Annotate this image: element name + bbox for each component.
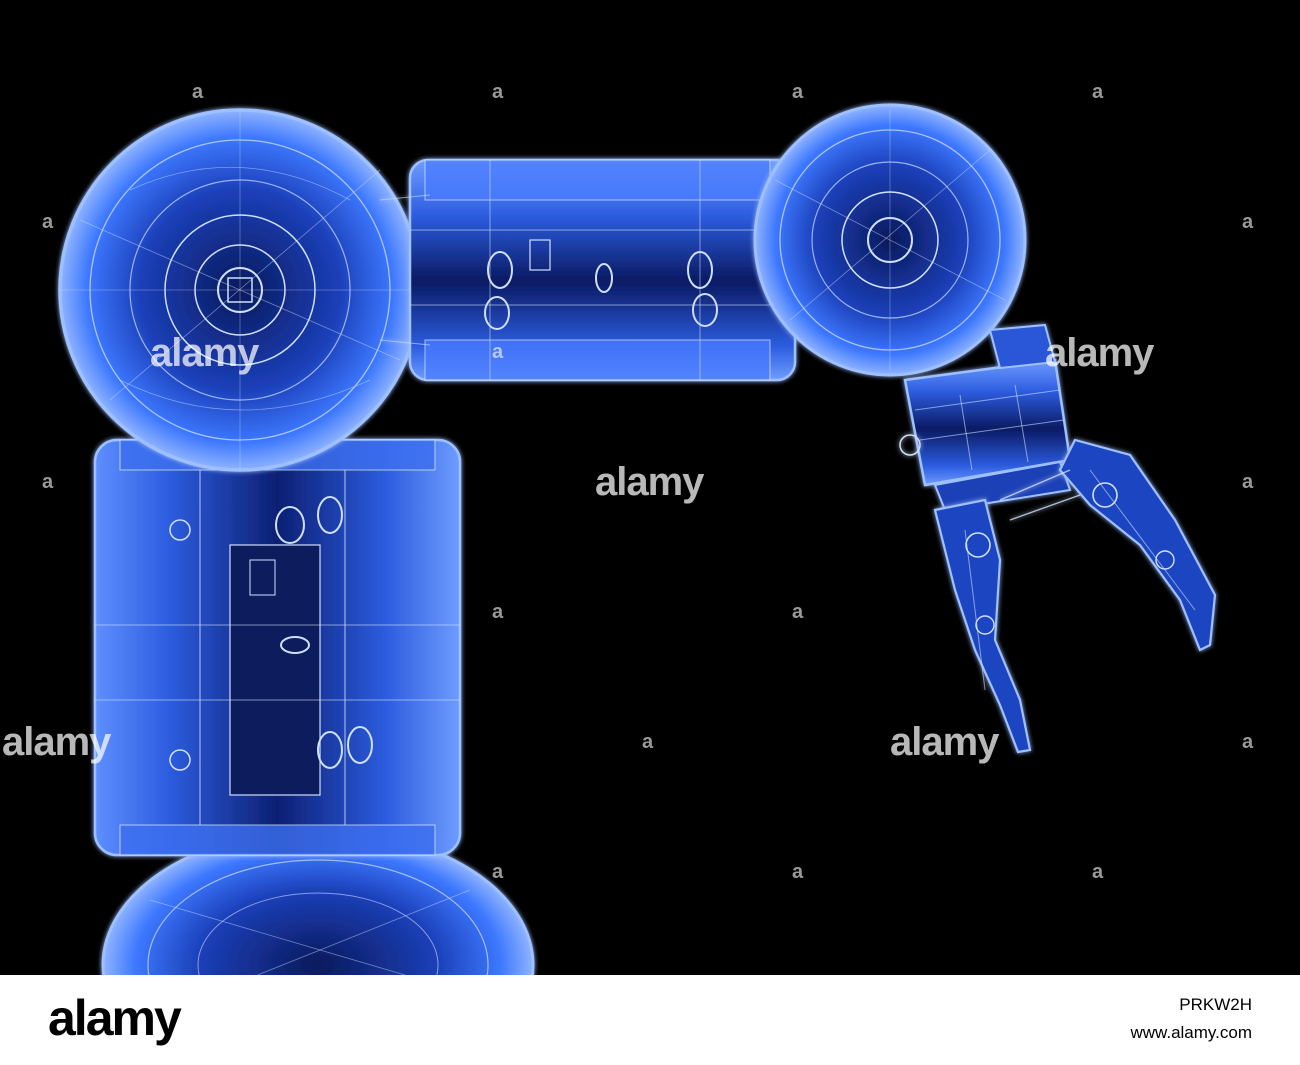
watermark-text: alamy	[2, 720, 111, 764]
watermark-mark: a	[42, 471, 54, 493]
watermark-mark: a	[1092, 861, 1104, 883]
wrist-assembly	[903, 323, 1072, 512]
watermark-text: alamy	[890, 720, 999, 764]
watermark-text: alamy	[150, 331, 259, 375]
watermark-mark: a	[1242, 731, 1254, 753]
footer-bar: alamy PRKW2H www.alamy.com	[0, 975, 1300, 1065]
watermark-mark: a	[1092, 81, 1104, 103]
watermark-mark: a	[642, 731, 654, 753]
watermark-mark: a	[1242, 471, 1254, 493]
elbow-joint-disc	[753, 103, 1027, 377]
watermark-mark: a	[492, 861, 504, 883]
watermark-mark: a	[792, 81, 804, 103]
robot-arm-illustration	[58, 103, 1217, 975]
watermark-mark: a	[792, 601, 804, 623]
upper-arm-segment	[379, 158, 797, 382]
gripper-fingers	[899, 434, 1217, 754]
image-id: PRKW2H	[1179, 995, 1252, 1014]
watermark-mark: a	[792, 861, 804, 883]
alamy-logo: alamy	[48, 990, 182, 1046]
watermark-text: alamy	[595, 460, 704, 504]
watermark-mark: a	[492, 81, 504, 103]
site-url: www.alamy.com	[1130, 1023, 1252, 1042]
watermark-mark: a	[1242, 211, 1254, 233]
watermark-mark: a	[192, 81, 204, 103]
watermark-text: alamy	[1045, 331, 1154, 375]
lower-arm-segment	[93, 438, 462, 857]
watermark-mark: a	[492, 601, 504, 623]
watermark-mark: a	[42, 211, 54, 233]
watermark-mark: a	[492, 341, 504, 363]
shoulder-joint-disc	[58, 108, 422, 472]
